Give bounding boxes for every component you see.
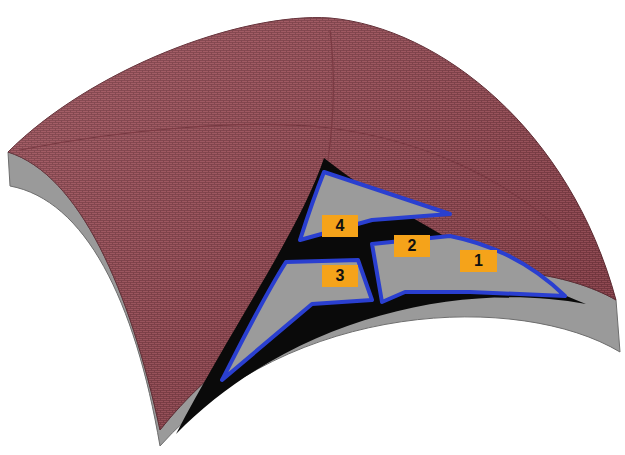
panel <box>372 236 565 302</box>
groin-line <box>328 30 334 160</box>
groin-line <box>20 124 560 230</box>
panel <box>222 260 372 380</box>
panel <box>300 172 450 240</box>
cutaway-region <box>176 158 586 434</box>
panels <box>222 172 565 380</box>
surface-shading <box>8 18 616 430</box>
vault-surface <box>8 18 616 430</box>
callout-number: 2 <box>394 235 430 257</box>
callout-number: 3 <box>322 265 358 287</box>
callout-number: 1 <box>460 250 497 272</box>
callout-number: 4 <box>322 215 358 237</box>
